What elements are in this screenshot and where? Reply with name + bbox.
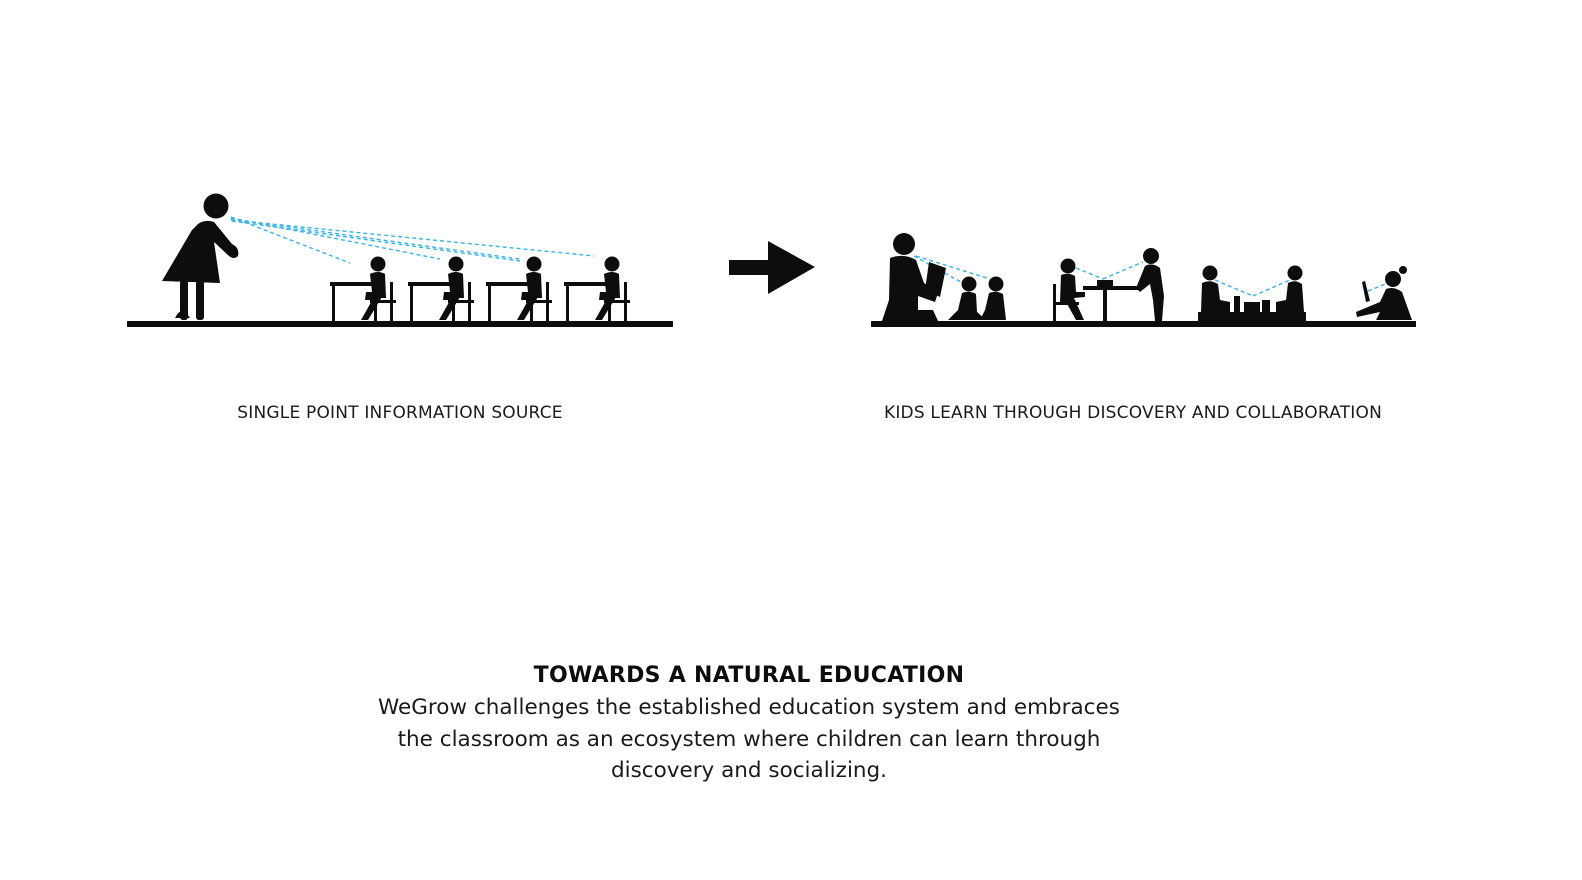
child-with-laptop-icon — [1356, 266, 1412, 320]
caption-discovery-collaboration: KIDS LEARN THROUGH DISCOVERY AND COLLABO… — [883, 403, 1383, 423]
standing-adult-icon — [1136, 248, 1164, 321]
arrow-right-icon — [729, 241, 815, 294]
sightlines-right — [913, 255, 1389, 297]
summary-block: TOWARDS A NATURAL EDUCATION WeGrow chall… — [369, 662, 1129, 787]
natural-learning-scene — [871, 233, 1416, 327]
child-at-table-icon — [1053, 258, 1139, 322]
sightlines-left — [230, 216, 595, 264]
student-at-desk-icon — [408, 256, 474, 322]
summary-body: WeGrow challenges the established educat… — [378, 695, 1120, 783]
caption-single-point-source: SINGLE POINT INFORMATION SOURCE — [237, 403, 563, 423]
summary-title: TOWARDS A NATURAL EDUCATION — [533, 663, 965, 688]
student-at-desk-icon — [330, 256, 396, 322]
floor-line-right — [871, 321, 1416, 327]
student-at-desk-icon — [486, 256, 552, 322]
adult-reading-book-icon — [882, 233, 946, 321]
traditional-classroom-scene — [127, 193, 673, 327]
teacher-icon — [162, 193, 239, 320]
floor-line-left — [127, 321, 673, 327]
children-playing-blocks-icon — [1198, 265, 1306, 321]
student-at-desk-icon — [564, 256, 630, 322]
children-sitting-icon — [948, 276, 1006, 320]
